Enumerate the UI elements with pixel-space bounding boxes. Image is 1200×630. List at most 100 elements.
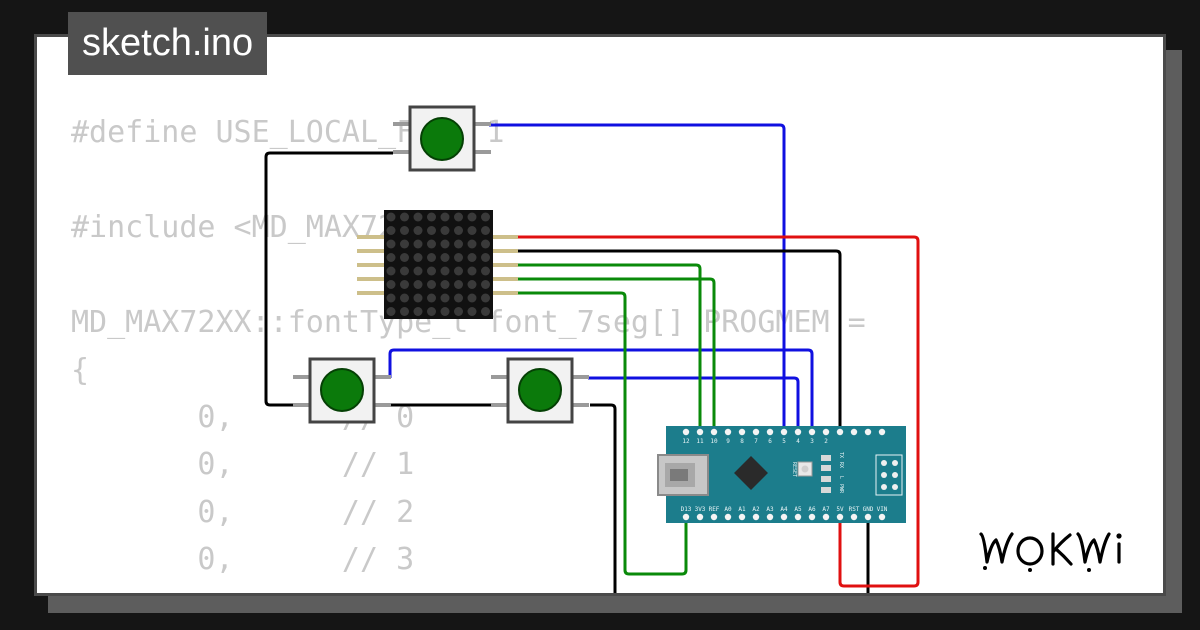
code-line: 0, // 2 — [71, 494, 415, 530]
pin-bottom[interactable] — [738, 513, 746, 521]
pin-top[interactable] — [710, 428, 718, 436]
matrix-led — [413, 253, 423, 262]
matrix-led — [400, 226, 409, 235]
pin-bottom[interactable] — [696, 513, 704, 521]
pin-top[interactable] — [724, 428, 732, 436]
matrix-led — [427, 266, 436, 276]
pin-label: 8 — [740, 438, 744, 445]
pin-bottom[interactable] — [808, 513, 816, 521]
matrix-led — [440, 253, 450, 262]
pushbutton-left[interactable] — [293, 357, 391, 424]
matrix-led — [481, 293, 490, 303]
pin-top[interactable] — [850, 428, 858, 436]
header-pins-top — [682, 428, 886, 436]
pin-label: 12 — [682, 438, 690, 445]
pin-top[interactable] — [738, 428, 746, 436]
matrix-led — [481, 226, 490, 235]
l-label: L — [838, 476, 844, 479]
matrix-led — [440, 212, 450, 222]
pin-bottom[interactable] — [752, 513, 760, 521]
matrix-led — [481, 307, 490, 316]
matrix-led — [481, 280, 490, 289]
matrix-led — [427, 293, 436, 303]
pin-top[interactable] — [696, 428, 704, 436]
sketch-filename-tab[interactable]: sketch.ino — [68, 12, 268, 75]
matrix-led — [427, 280, 436, 289]
led-matrix[interactable] — [357, 210, 518, 319]
matrix-led — [386, 307, 396, 316]
matrix-led — [386, 212, 396, 222]
matrix-led — [413, 293, 423, 303]
wire-red — [518, 235, 920, 588]
pin-top[interactable] — [752, 428, 760, 436]
matrix-led — [454, 253, 463, 262]
pin-bottom[interactable] — [822, 513, 830, 521]
pin-bottom[interactable] — [710, 513, 718, 521]
pin-top[interactable] — [836, 428, 844, 436]
button-cap — [518, 368, 562, 412]
matrix-led — [400, 253, 409, 262]
pin-bottom[interactable] — [836, 513, 844, 521]
pushbutton-top[interactable] — [393, 105, 491, 172]
code-line: 0, // 1 — [71, 447, 415, 482]
matrix-led — [413, 280, 423, 289]
matrix-led — [454, 212, 463, 222]
wire-black — [518, 249, 842, 431]
pin-top[interactable] — [766, 428, 774, 436]
pin-label: REF — [709, 506, 720, 513]
pin-bottom[interactable] — [766, 513, 774, 521]
matrix-led — [400, 293, 409, 303]
reset-button-cap — [801, 465, 809, 473]
pushbutton-right[interactable] — [491, 357, 589, 424]
pin-top[interactable] — [878, 428, 886, 436]
matrix-led — [427, 226, 436, 235]
matrix-led — [427, 239, 436, 249]
matrix-led — [440, 293, 450, 303]
pin-bottom[interactable] — [780, 513, 788, 521]
pin-top[interactable] — [682, 428, 690, 436]
pin-bottom[interactable] — [850, 513, 858, 521]
matrix-led — [386, 226, 396, 235]
pin-bottom[interactable] — [864, 513, 872, 521]
pin-label: 3V3 — [695, 506, 706, 513]
pin-label: 3 — [810, 438, 814, 445]
pin-label: A6 — [808, 506, 816, 513]
wire-blue — [388, 348, 814, 431]
pin-top[interactable] — [864, 428, 872, 436]
pin-label: 5V — [836, 506, 844, 513]
matrix-led — [413, 266, 423, 276]
matrix-led — [427, 212, 436, 222]
matrix-led — [467, 293, 477, 303]
pin-top[interactable] — [794, 428, 802, 436]
header-pins-bottom — [682, 513, 886, 521]
pin-bottom[interactable] — [724, 513, 732, 521]
matrix-led — [440, 266, 450, 276]
matrix-led — [386, 293, 396, 303]
pin-label: RST — [849, 506, 860, 513]
pin-bottom[interactable] — [878, 513, 886, 521]
pin-label: A7 — [822, 506, 830, 513]
pin-top[interactable] — [780, 428, 788, 436]
wires — [264, 123, 920, 593]
pin-top[interactable] — [808, 428, 816, 436]
wire-black — [264, 151, 393, 407]
pin-bottom[interactable] — [794, 513, 802, 521]
pin-label: A2 — [752, 506, 760, 513]
matrix-led — [400, 280, 409, 289]
matrix-led — [386, 280, 396, 289]
pin-top[interactable] — [822, 428, 830, 436]
matrix-led — [413, 239, 423, 249]
matrix-led — [386, 239, 396, 249]
pin-bottom[interactable] — [682, 513, 690, 521]
matrix-leds — [386, 212, 490, 316]
pin-label: A1 — [738, 506, 746, 513]
pin-label: 4 — [796, 438, 800, 445]
code-line: { — [71, 352, 90, 388]
matrix-led — [386, 266, 396, 276]
matrix-led — [467, 266, 477, 276]
matrix-led — [413, 307, 423, 316]
pin-label: A5 — [794, 506, 802, 513]
matrix-led — [427, 253, 436, 262]
